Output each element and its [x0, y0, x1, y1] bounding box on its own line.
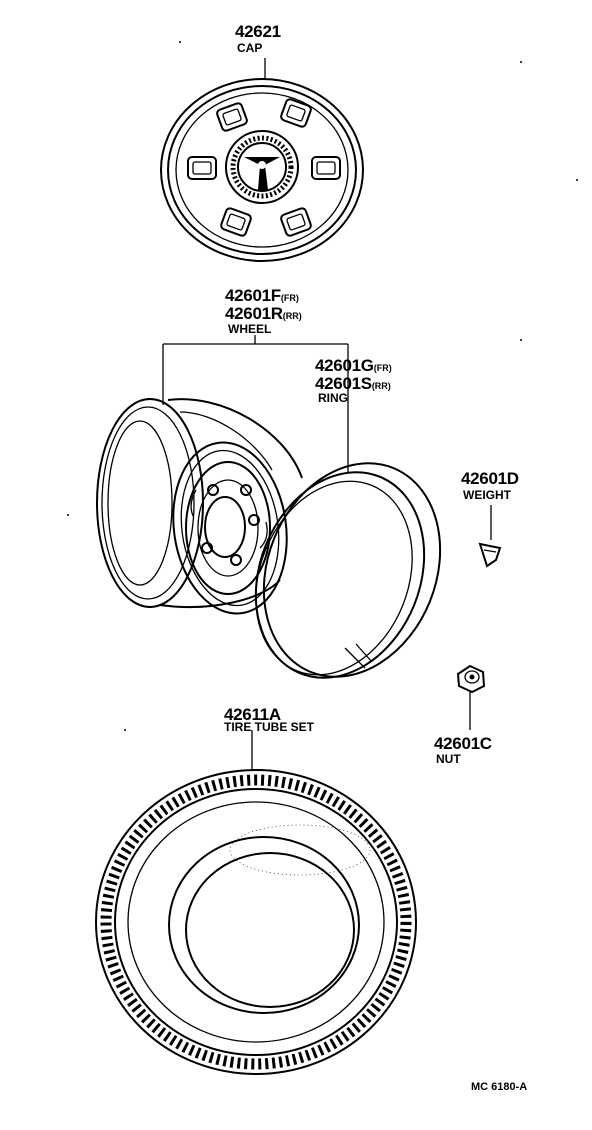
ring-rear-suffix: (RR) — [371, 381, 391, 391]
weight-part-number: 42601D — [461, 469, 519, 488]
ring-part-name: RING — [318, 391, 348, 405]
wheel-front-number: 42601F — [225, 286, 281, 305]
ring-rear-label: 42601S(RR) — [315, 375, 391, 393]
print-specks — [67, 41, 578, 731]
nut-drawing — [456, 664, 486, 730]
nut-part-name: NUT — [436, 752, 461, 766]
tire-part-number: 42611A — [224, 705, 281, 724]
weight-drawing — [478, 505, 502, 568]
tire-part-name: TIRE TUBE SET — [224, 720, 315, 734]
nut-part-number: 42601C — [434, 734, 492, 753]
wheel-front-suffix: (FR) — [280, 293, 299, 303]
ring-rear-number: 42601S — [315, 374, 372, 393]
cap-part-number: 42621 — [235, 22, 281, 41]
tire-drawing — [95, 730, 417, 1075]
wheel-rear-number: 42601R — [225, 304, 283, 323]
ring-front-suffix: (FR) — [373, 363, 392, 373]
wheel-rear-suffix: (RR) — [282, 311, 302, 321]
ring-front-label: 42601G(FR) — [315, 357, 392, 375]
cap-part-name: CAP — [237, 41, 263, 55]
ring-drawing — [254, 462, 442, 679]
hub-cap-drawing — [160, 58, 364, 262]
diagram-code: MC 6180-A — [471, 1081, 528, 1093]
wheel-front-label: 42601F(FR) — [225, 287, 299, 305]
ring-front-number: 42601G — [315, 356, 374, 375]
wheel-rear-label: 42601R(RR) — [225, 305, 302, 323]
wheel-part-name: WHEEL — [228, 322, 272, 336]
wheel-drawing — [96, 335, 349, 615]
weight-part-name: WEIGHT — [463, 488, 511, 502]
